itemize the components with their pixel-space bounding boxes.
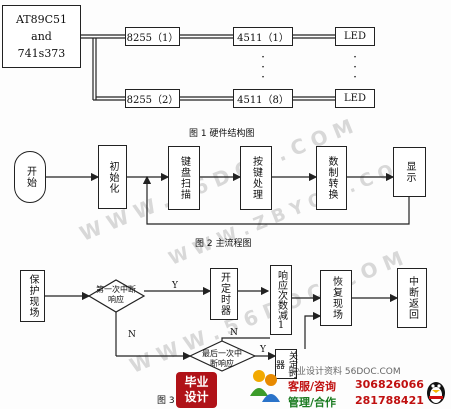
figure-2-caption: 图 2 主流程图 — [195, 239, 252, 249]
decision-no-label: N — [128, 330, 136, 340]
decision-no-label: N — [230, 328, 238, 338]
stop-timer-label: 关定时器 — [274, 350, 297, 378]
led-2: LED — [335, 89, 375, 108]
ellipsis-dots: ··· — [261, 50, 265, 84]
figure-3-caption: 图 3 — [157, 396, 175, 406]
decision-yes-label: Y — [172, 281, 178, 291]
start-terminal: 开始 — [14, 151, 46, 203]
radix-convert-block: 数制转换 — [316, 146, 347, 210]
start-timer-block: 开定时器 — [210, 268, 238, 320]
figure-1-caption: 图 1 硬件结构图 — [189, 129, 255, 139]
brand-logo-top: 毕业 — [184, 375, 209, 389]
last-interrupt-decision: 最后一次中断响应 — [202, 349, 242, 368]
mcu-label-line1: AT89C51 — [15, 13, 68, 26]
decrement-count-block: 响应次数减1 — [270, 265, 292, 335]
service-qq: 306826066 — [355, 378, 424, 391]
save-context-label: 保护现场 — [27, 274, 38, 318]
start-timer-label: 开定时器 — [218, 272, 230, 316]
mcu-label-line2: and — [31, 30, 52, 43]
start-label: 开始 — [24, 166, 36, 188]
keyboard-scan-label: 键盘扫描 — [178, 156, 190, 200]
restore-context-block: 恢复现场 — [320, 270, 352, 326]
chip-8255-1: 8255（1） — [125, 27, 180, 46]
display-block: 显示 — [393, 147, 426, 197]
penguin-icon — [425, 377, 447, 405]
stop-timer-block: 关定时器 — [274, 349, 297, 379]
save-context-block: 保护现场 — [20, 270, 45, 322]
interrupt-return-block: 中断返回 — [397, 268, 427, 328]
key-process-label: 按键处理 — [250, 156, 262, 200]
interrupt-return-label: 中断返回 — [406, 276, 418, 320]
radix-convert-label: 数制转换 — [326, 156, 337, 200]
restore-context-label: 恢复现场 — [330, 276, 342, 320]
decoder-4511-1: 4511（1） — [233, 27, 293, 46]
brand-logo: 毕业 设计 — [176, 372, 217, 408]
brand-site-text: 毕业设计资料 56DOC.COM — [288, 367, 401, 377]
decoder-4511-8: 4511（8） — [233, 89, 293, 108]
decision-yes-label: Y — [260, 345, 266, 355]
key-process-block: 按键处理 — [240, 146, 272, 210]
display-label: 显示 — [404, 161, 415, 183]
init-label: 初始化 — [107, 160, 118, 194]
admin-label: 管理/合作 — [288, 396, 337, 409]
ellipsis-dots: ··· — [353, 50, 357, 84]
led-1: LED — [335, 27, 375, 46]
first-interrupt-decision: 第一次中断响应 — [96, 285, 136, 304]
keyboard-scan-block: 键盘扫描 — [168, 146, 200, 210]
mcu-block: AT89C51 and 741s373 — [2, 5, 81, 68]
chip-8255-2: 8255（2） — [125, 89, 180, 108]
admin-qq: 281788421 — [355, 394, 424, 407]
mcu-label-line3: 741s373 — [17, 47, 66, 60]
decrement-count-label: 响应次数减1 — [275, 269, 287, 331]
users-icon — [248, 366, 282, 406]
service-label: 客服/咨询 — [288, 380, 337, 393]
init-block: 初始化 — [98, 145, 127, 209]
brand-logo-bottom: 设计 — [184, 390, 209, 404]
